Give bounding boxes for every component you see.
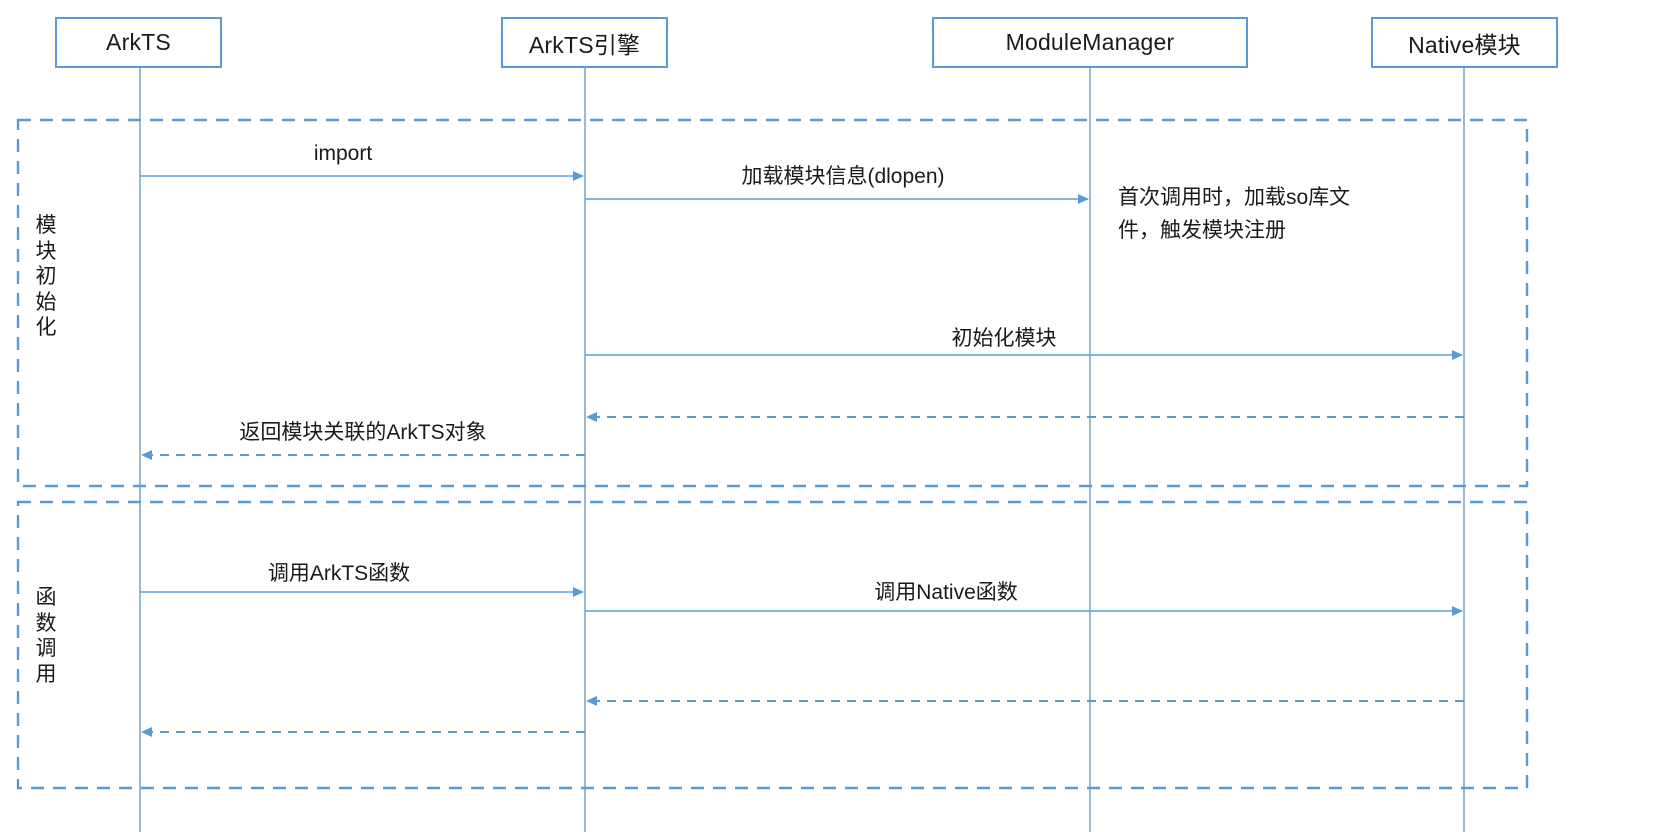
participant-manager[interactable]: ModuleManager: [932, 17, 1248, 68]
note-first-call: 首次调用时，加载so库文件，触发模块注册: [1118, 182, 1408, 247]
participant-native[interactable]: Native模块: [1371, 17, 1558, 68]
label-msg-load-module-info: 加载模块信息(dlopen): [741, 165, 945, 188]
label-msg-call-arkts-function: 调用ArkTS函数: [267, 562, 411, 585]
participant-label-native: Native模块: [1408, 31, 1521, 58]
messages-layer: [140, 171, 1464, 737]
label-msg-call-native-function: 调用Native函数: [874, 581, 1018, 604]
frame-label-frame-init: 模块初始化: [35, 214, 57, 340]
note-line: 件，触发模块注册: [1118, 218, 1286, 242]
frames-layer: [16, 118, 1529, 790]
label-msg-init-module: 初始化模块: [951, 327, 1057, 350]
participant-label-arkts: ArkTS: [106, 29, 171, 55]
frame-init: [16, 118, 1529, 488]
note-line: 首次调用时，加载so库文: [1118, 186, 1351, 209]
participant-engine[interactable]: ArkTS引擎: [501, 17, 668, 68]
label-msg-import: import: [313, 142, 373, 165]
label-msg-return-arkts-object: 返回模块关联的ArkTS对象: [239, 421, 487, 444]
lifelines-layer: [139, 68, 1465, 832]
frame-call: [16, 500, 1529, 790]
participant-label-manager: ModuleManager: [1005, 29, 1175, 55]
participant-label-engine: ArkTS引擎: [528, 31, 641, 58]
frame-label-frame-call: 函数调用: [35, 586, 57, 686]
participant-arkts[interactable]: ArkTS: [55, 17, 222, 68]
